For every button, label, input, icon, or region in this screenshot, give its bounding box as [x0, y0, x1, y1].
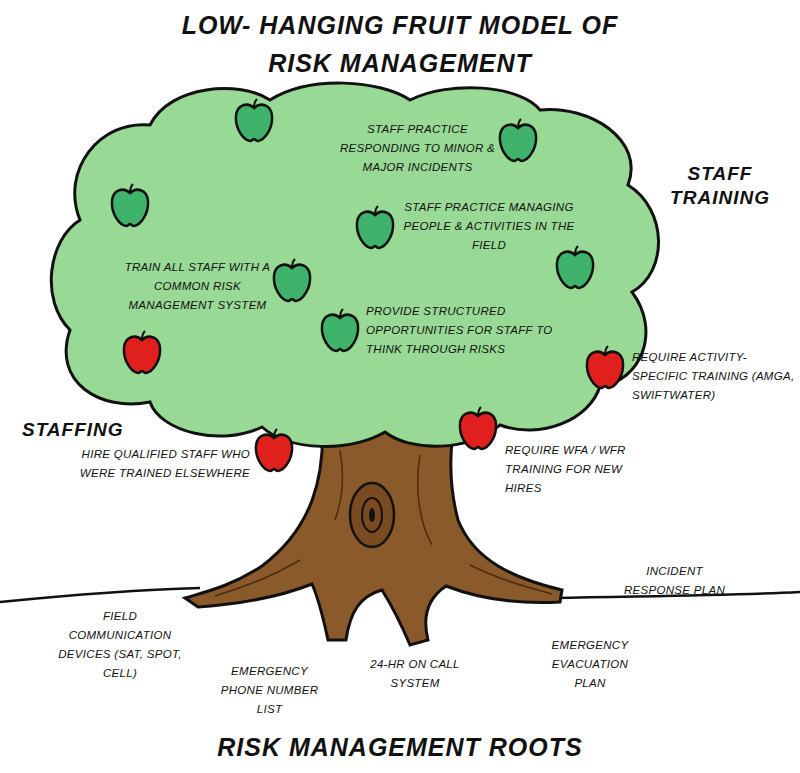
- fruit-label: REQUIRE ACTIVITY-SPECIFIC TRAINING (AMGA…: [632, 348, 798, 405]
- fruit-label: PROVIDE STRUCTURED OPPORTUNITIES FOR STA…: [366, 302, 581, 359]
- green-apples: [112, 99, 593, 351]
- root-label: EMERGENCY PHONE NUMBER LIST: [212, 662, 327, 719]
- fruit-label: REQUIRE WFA / WFR TRAINING FOR NEW HIRES: [505, 441, 640, 498]
- diagram-title: LOW- HANGING FRUIT MODEL OF RISK MANAGEM…: [150, 6, 650, 82]
- bark-line: [215, 450, 552, 596]
- branch-heading: STAFF TRAINING: [655, 162, 785, 210]
- trunk-knot: [350, 483, 394, 547]
- branch-heading: STAFFING: [22, 418, 172, 442]
- root-label: 24-HR ON CALL SYSTEM: [355, 655, 475, 693]
- trunk-knot: [362, 498, 382, 532]
- ground-line: [0, 588, 200, 602]
- tree-canopy: [51, 83, 658, 446]
- roots-heading: RISK MANAGEMENT ROOTS: [120, 728, 680, 766]
- fruit-label: STAFF PRACTICE RESPONDING TO MINOR & MAJ…: [335, 120, 500, 177]
- trunk-knot: [369, 508, 375, 522]
- root-label: FIELD COMMUNICATION DEVICES (SAT, SPOT, …: [50, 607, 190, 683]
- root-label: INCIDENT RESPONSE PLAN: [612, 562, 737, 600]
- root-label: EMERGENCY EVACUATION PLAN: [535, 636, 645, 693]
- fruit-label: HIRE QUALIFIED STAFF WHO WERE TRAINED EL…: [45, 445, 250, 483]
- fruit-label: TRAIN ALL STAFF WITH A COMMON RISK MANAG…: [115, 258, 280, 315]
- fruit-label: STAFF PRACTICE MANAGING PEOPLE & ACTIVIT…: [398, 198, 580, 255]
